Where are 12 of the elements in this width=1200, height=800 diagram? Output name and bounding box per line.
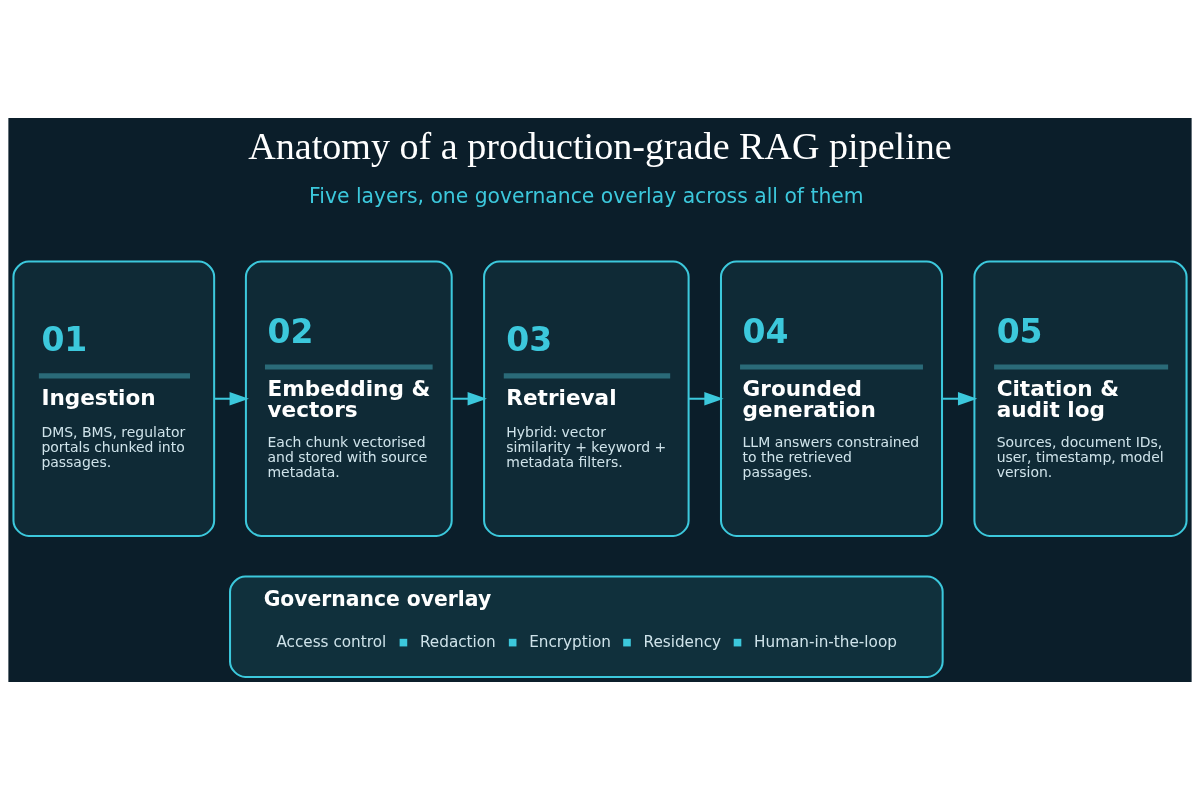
node-box: Governance overlay Access control Redaction Encryption Residency Human-in-the-loop (229, 575, 944, 678)
node-box: 01 Ingestion DMS, BMS, regulator portals chunked into passages. (12, 260, 216, 537)
diagram-title: Anatomy of a production-grade RAG pipeline (248, 124, 952, 167)
node-box: 03 Retrieval Hybrid: vector similarity + keyword + metadata filters. (483, 260, 690, 537)
node-box: 05 Citation & audit log Sources, document IDs, user, timestamp, model version. (973, 260, 1188, 537)
node-box: 04 Grounded generation LLM answers constrained to the retrieved passages. (719, 260, 944, 537)
label: Five layers, one governance overlay across all of them (309, 183, 864, 208)
arrow (688, 391, 724, 406)
node-box: 02 Embedding & vectors Each chunk vectorised and stored with source metadata. (244, 260, 453, 537)
arrow (451, 391, 487, 406)
arrow (942, 391, 978, 406)
arrow (214, 391, 249, 406)
